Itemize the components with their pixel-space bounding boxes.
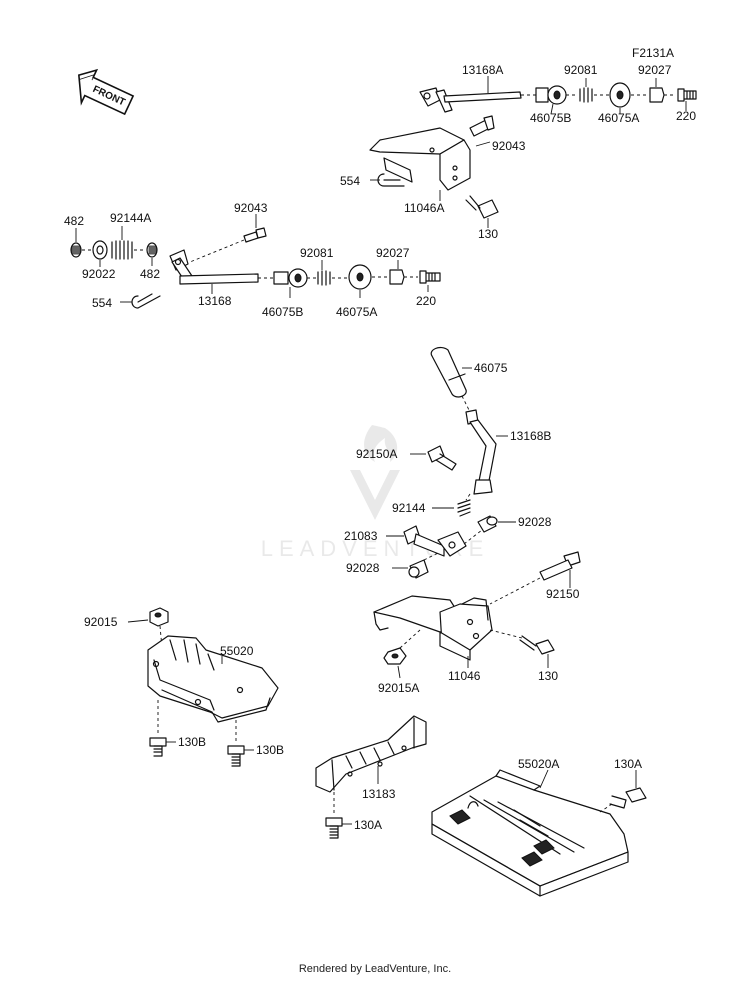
label-55020: 55020 [220, 644, 254, 658]
label-21083: 21083 [344, 529, 378, 543]
diagram-code: F2131A [632, 46, 674, 60]
label-92028-top: 92028 [518, 515, 552, 529]
nut-92015A [383, 647, 407, 665]
washer-482-left [70, 242, 82, 258]
label-92043-mid: 92043 [234, 201, 268, 215]
bolt-220-mid [419, 270, 441, 284]
bolt-92043-mid [243, 227, 267, 243]
bolt-130A-left [325, 817, 343, 839]
rod-13168A [419, 87, 522, 113]
label-11046A: 11046A [404, 201, 444, 215]
bolt-130A-right [609, 787, 647, 809]
pin-92028-top [477, 515, 498, 533]
spring-92144 [457, 499, 471, 517]
bolt-92150 [539, 551, 581, 581]
knob-46075 [430, 346, 467, 398]
bolt-130B-right [227, 745, 245, 767]
label-46075A-mid: 46075A [336, 305, 377, 319]
pivot-46075B-top [535, 85, 567, 105]
bolt-92150A [427, 445, 457, 471]
label-46075B-mid: 46075B [262, 305, 303, 319]
collar-92027-top [649, 87, 665, 103]
arm-21083 [403, 525, 467, 557]
nut-92015 [149, 607, 169, 627]
guide-13183 [315, 715, 427, 793]
plate-55020 [147, 635, 279, 723]
label-13168B: 13168B [510, 429, 551, 443]
washer-482-mid [146, 242, 158, 258]
bolt-220-top [677, 88, 697, 102]
label-13183: 13183 [362, 787, 396, 801]
front-arrow-icon: FRONT [77, 68, 135, 116]
spring-92144A [111, 240, 133, 260]
label-92081-mid: 92081 [300, 246, 334, 260]
label-92144A: 92144A [110, 211, 151, 225]
label-554-mid: 554 [92, 296, 112, 310]
label-13168A: 13168A [462, 63, 503, 77]
pin-554-mid [131, 293, 161, 309]
label-92027-mid: 92027 [376, 246, 410, 260]
label-482-mid: 482 [140, 267, 160, 281]
label-130B-right: 130B [256, 743, 284, 757]
label-46075: 46075 [474, 361, 508, 375]
collar-92027-mid [389, 269, 405, 285]
pin-554-top [377, 173, 405, 187]
label-92028-bot: 92028 [346, 561, 380, 575]
damper-46075A-top [609, 82, 631, 108]
spring-92081-mid [317, 270, 331, 286]
label-482-left: 482 [64, 214, 84, 228]
footer-credit: Rendered by LeadVenture, Inc. [298, 963, 452, 975]
bolt-130-right [519, 635, 555, 655]
bolt-130B-left [149, 737, 167, 757]
bracket-11046 [373, 595, 493, 661]
part-labels: 13168A 92081 92027 46075B 46075A 220 920… [64, 63, 696, 832]
washer-92022 [92, 240, 108, 260]
label-92015A: 92015A [378, 681, 419, 695]
label-92022: 92022 [82, 267, 116, 281]
label-220-top: 220 [676, 109, 696, 123]
pivot-46075B-mid [273, 268, 308, 288]
label-130B-left: 130B [178, 735, 206, 749]
label-554-top: 554 [340, 174, 360, 188]
label-13168: 13168 [198, 294, 232, 308]
label-11046: 11046 [448, 669, 481, 683]
label-92015: 92015 [84, 615, 118, 629]
damper-46075A-mid [348, 264, 372, 290]
label-46075B-top: 46075B [530, 111, 571, 125]
label-130A-left: 130A [354, 818, 382, 832]
label-130-right: 130 [538, 669, 558, 683]
label-130-top: 130 [478, 227, 498, 241]
rod-13168 [169, 249, 259, 285]
label-92043-top: 92043 [492, 139, 526, 153]
bolt-92043-top [469, 115, 495, 137]
label-92150: 92150 [546, 587, 580, 601]
label-92081-top: 92081 [564, 63, 598, 77]
label-92144: 92144 [392, 501, 426, 515]
label-55020A: 55020A [518, 757, 559, 771]
label-130A-right: 130A [614, 757, 642, 771]
label-92150A: 92150A [356, 447, 397, 461]
bracket-11046A [369, 127, 471, 191]
bolt-130-top [465, 195, 499, 219]
label-46075A-top: 46075A [598, 111, 639, 125]
spring-92081-top [579, 87, 593, 103]
plate-55020A [431, 769, 629, 897]
lever-13168B [465, 409, 497, 495]
label-220-mid: 220 [416, 294, 436, 308]
label-92027-top: 92027 [638, 63, 672, 77]
pin-92028-bot [408, 559, 429, 579]
